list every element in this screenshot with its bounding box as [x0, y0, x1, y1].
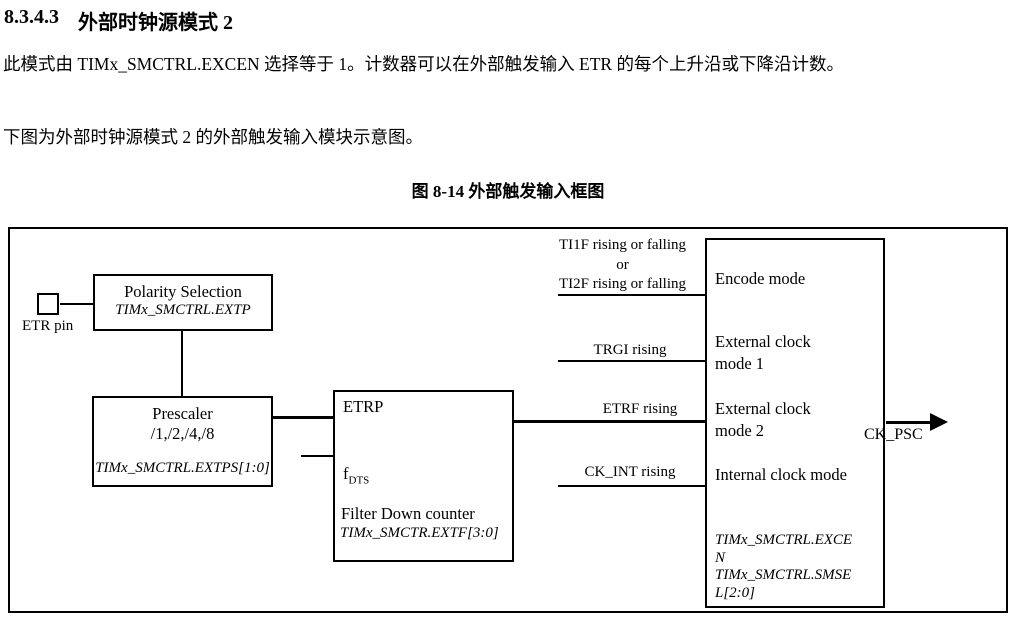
- filter-box: ETRP fDTS Filter Down counter TIMx_SMCTR…: [333, 390, 514, 562]
- mode-internal-clock: Internal clock mode: [715, 465, 847, 484]
- wire-etr-to-polarity: [60, 303, 93, 305]
- ti1f-line: TI1F rising or falling: [558, 237, 687, 253]
- mode-select-box: Encode mode External clock mode 1 Extern…: [705, 238, 885, 608]
- mode-external-clock-1: External clock mode 1: [715, 332, 811, 373]
- filter-etrp-label: ETRP: [343, 397, 384, 416]
- paragraph-1: 此模式由 TIMx_SMCTRL.EXCEN 选择等于 1。计数器可以在外部触发…: [3, 54, 844, 74]
- mode-external-clock-2: External clock mode 2: [715, 399, 811, 440]
- section-number: 8.3.4.3: [4, 6, 59, 28]
- ti2f-line: TI2F rising or falling: [558, 276, 687, 292]
- ck-psc-arrowhead-icon: [930, 413, 948, 431]
- polarity-register: TIMx_SMCTRL.EXTP: [115, 302, 251, 318]
- wire-prescaler-to-filter: [273, 416, 333, 419]
- ck-psc-label: CK_PSC: [864, 426, 923, 443]
- mode-register-line: N: [715, 549, 726, 566]
- wire-ti1f: [558, 294, 705, 296]
- etrf-label: ETRF rising: [602, 401, 678, 417]
- mode-box-registers: TIMx_SMCTRL.EXCE N TIMx_SMCTRL.SMSE L[2:…: [715, 532, 875, 602]
- prescaler-divisors: /1,/2,/4,/8: [150, 424, 215, 443]
- filter-fdts-label: fDTS: [343, 464, 369, 486]
- mode-encode: Encode mode: [715, 269, 806, 288]
- polarity-title: Polarity Selection: [124, 282, 242, 301]
- mode-register-line: TIMx_SMCTRL.EXCE: [715, 532, 853, 548]
- paragraph-2: 下图为外部时钟源模式 2 的外部触发输入模块示意图。: [3, 127, 423, 147]
- wire-ck-int: [558, 485, 705, 487]
- mode-register-line: L[2:0]: [715, 584, 756, 601]
- section-heading: 8.3.4.3 外部时钟源模式 2: [0, 6, 1016, 36]
- wire-fdts-stub: [301, 455, 333, 457]
- figure-caption: 图 8-14 外部触发输入框图: [411, 182, 605, 201]
- wire-ck-psc: [886, 421, 932, 424]
- prescaler-register: TIMx_SMCTRL.EXTPS[1:0]: [95, 460, 270, 476]
- filter-register: TIMx_SMCTR.EXTF[3:0]: [340, 525, 499, 541]
- etr-pin-square: [37, 293, 59, 315]
- trgi-label: TRGI rising: [593, 342, 667, 358]
- etr-pin-label: ETR pin: [22, 318, 74, 334]
- mode-register-line: TIMx_SMCTRL.SMSE: [715, 567, 852, 583]
- polarity-selection-box: Polarity Selection TIMx_SMCTRL.EXTP: [93, 274, 273, 331]
- ti1f-ti2f-label: TI1F rising or falling or TI2F rising or…: [545, 236, 700, 295]
- or-line: or: [616, 256, 629, 273]
- prescaler-box: Prescaler /1,/2,/4,/8 TIMx_SMCTRL.EXTPS[…: [92, 396, 273, 487]
- fdts-base: f: [343, 464, 349, 483]
- section-title: 外部时钟源模式 2: [78, 12, 233, 34]
- ck-int-label: CK_INT rising: [584, 464, 676, 480]
- wire-etrf: [513, 420, 705, 423]
- wire-polarity-to-prescaler: [181, 331, 183, 396]
- wire-trgi: [558, 360, 705, 362]
- prescaler-title: Prescaler: [152, 404, 213, 423]
- filter-title: Filter Down counter: [341, 504, 475, 523]
- fdts-sub: DTS: [348, 474, 370, 487]
